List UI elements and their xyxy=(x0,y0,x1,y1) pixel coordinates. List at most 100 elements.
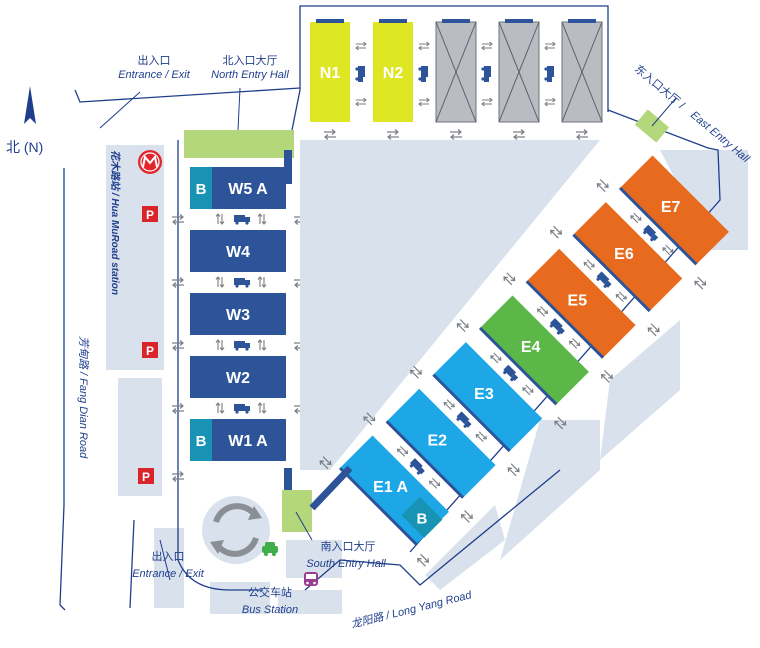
hall-label: E6 xyxy=(614,246,634,263)
traffic-arrows-icon xyxy=(172,340,184,351)
up-down-arrows-icon xyxy=(522,384,534,396)
east-plaza-1 xyxy=(500,420,600,560)
truck-icon xyxy=(549,318,565,335)
hall-e6[interactable]: E6 xyxy=(572,202,683,313)
hall-w3[interactable]: W3 xyxy=(190,293,286,335)
east-hall-cn: 东入口大厅 / xyxy=(632,62,689,113)
up-down-arrows-icon xyxy=(257,402,267,414)
entrance-bottom-en: Entrance / Exit xyxy=(132,568,204,580)
west-corridor xyxy=(300,140,308,470)
traffic-arrows-icon xyxy=(172,471,184,482)
hall-badge: B xyxy=(196,433,207,450)
up-down-arrows-icon xyxy=(630,212,642,224)
traffic-arrows-icon xyxy=(507,463,520,477)
hall-e4[interactable]: E4 xyxy=(478,295,589,406)
traffic-arrows-icon xyxy=(513,129,525,140)
hall-label: E3 xyxy=(474,386,494,403)
east-plaza-2 xyxy=(600,320,680,460)
traffic-arrows-icon xyxy=(172,403,184,414)
truck-icon xyxy=(234,404,250,414)
traffic-arrows-icon xyxy=(550,225,562,239)
traffic-arrows-icon xyxy=(460,510,473,523)
north-entry-hall xyxy=(184,130,294,158)
up-down-arrows-icon xyxy=(429,478,441,489)
up-down-arrows-icon xyxy=(257,276,267,288)
metro-icon xyxy=(138,150,162,174)
hall-e5[interactable]: E5 xyxy=(525,248,636,359)
hall-e7[interactable]: E7 xyxy=(618,155,729,266)
north-arrow-icon xyxy=(24,86,36,124)
up-down-arrows-icon xyxy=(257,339,267,351)
parking-icon-3: P xyxy=(138,468,154,484)
up-down-arrows-icon xyxy=(355,41,367,51)
hall-label: E2 xyxy=(428,432,448,449)
hall-e1a[interactable]: E1 AB xyxy=(338,435,449,546)
traffic-arrows-icon xyxy=(319,456,332,470)
hall-label: E1 A xyxy=(373,479,408,496)
traffic-arrows-icon xyxy=(172,277,184,288)
hall-label: W5 A xyxy=(228,181,268,198)
truck-icon xyxy=(544,66,554,82)
hall-label: W2 xyxy=(226,370,250,387)
leader-lines xyxy=(99,87,677,581)
north-hall-en: North Entry Hall xyxy=(211,69,289,81)
fang-dian-road-line xyxy=(59,168,66,611)
traffic-arrows-icon xyxy=(694,276,707,290)
up-down-arrows-icon xyxy=(443,399,455,410)
hall-e2[interactable]: E2 xyxy=(385,388,496,499)
west-outline xyxy=(177,140,262,591)
south-hall-cn: 南入口大厅 xyxy=(321,539,376,553)
up-down-arrows-icon xyxy=(215,402,225,414)
up-down-arrows-icon xyxy=(536,305,549,317)
hall-label: N1 xyxy=(320,65,341,82)
hall-e3[interactable]: E3 xyxy=(432,342,543,453)
hall-label: W3 xyxy=(226,307,250,324)
traffic-arrows-icon xyxy=(410,365,422,379)
hall-w4[interactable]: W4 xyxy=(190,230,286,272)
traffic-arrows-icon xyxy=(324,129,336,140)
up-down-arrows-icon xyxy=(215,339,225,351)
north-hall-outline xyxy=(291,89,301,131)
north-outline xyxy=(299,5,609,112)
bus-area-2 xyxy=(278,590,342,614)
traffic-arrows-icon xyxy=(363,412,376,426)
traffic-arrows-icon xyxy=(417,553,430,567)
truck-icon xyxy=(355,66,365,82)
east-connector xyxy=(309,465,353,511)
truck-icon xyxy=(409,458,425,475)
bus-station-cn: 公交车站 xyxy=(248,585,292,599)
up-down-arrows-icon xyxy=(418,41,430,51)
parking-label: P xyxy=(146,344,154,358)
parking-label: P xyxy=(142,470,150,484)
bus-station-en: Bus Station xyxy=(242,604,298,616)
traffic-arrows-icon xyxy=(172,214,184,225)
bus-icon xyxy=(304,572,318,586)
west-road-line xyxy=(129,519,135,609)
traffic-arrows-icon xyxy=(503,272,516,286)
central-plaza xyxy=(308,140,600,470)
up-down-arrows-icon xyxy=(569,338,581,349)
up-down-arrows-icon xyxy=(396,445,409,457)
hall-n2[interactable]: N2 xyxy=(373,19,413,122)
hall-w5a[interactable]: B W5 A xyxy=(190,167,286,209)
up-down-arrows-icon xyxy=(490,352,502,364)
traffic-arrows-icon xyxy=(450,129,462,140)
truck-icon xyxy=(418,66,428,82)
hall-w2[interactable]: W2 xyxy=(190,356,286,398)
hall-badge: B xyxy=(196,181,207,198)
hall-n1[interactable]: N1 xyxy=(310,19,350,122)
hall-label: E4 xyxy=(521,339,541,356)
roundabout xyxy=(202,496,270,564)
entrance-top-cn: 出入口 xyxy=(138,53,171,67)
hall-n3 xyxy=(435,19,477,123)
compass: 北 (N) xyxy=(6,86,43,155)
west-parking-area xyxy=(106,145,164,370)
hall-label: N2 xyxy=(383,65,404,82)
bus-area-1 xyxy=(210,582,270,614)
metro-station-label: 花木路站 / Hua MuRoad station xyxy=(109,150,121,295)
truck-icon xyxy=(503,364,519,382)
